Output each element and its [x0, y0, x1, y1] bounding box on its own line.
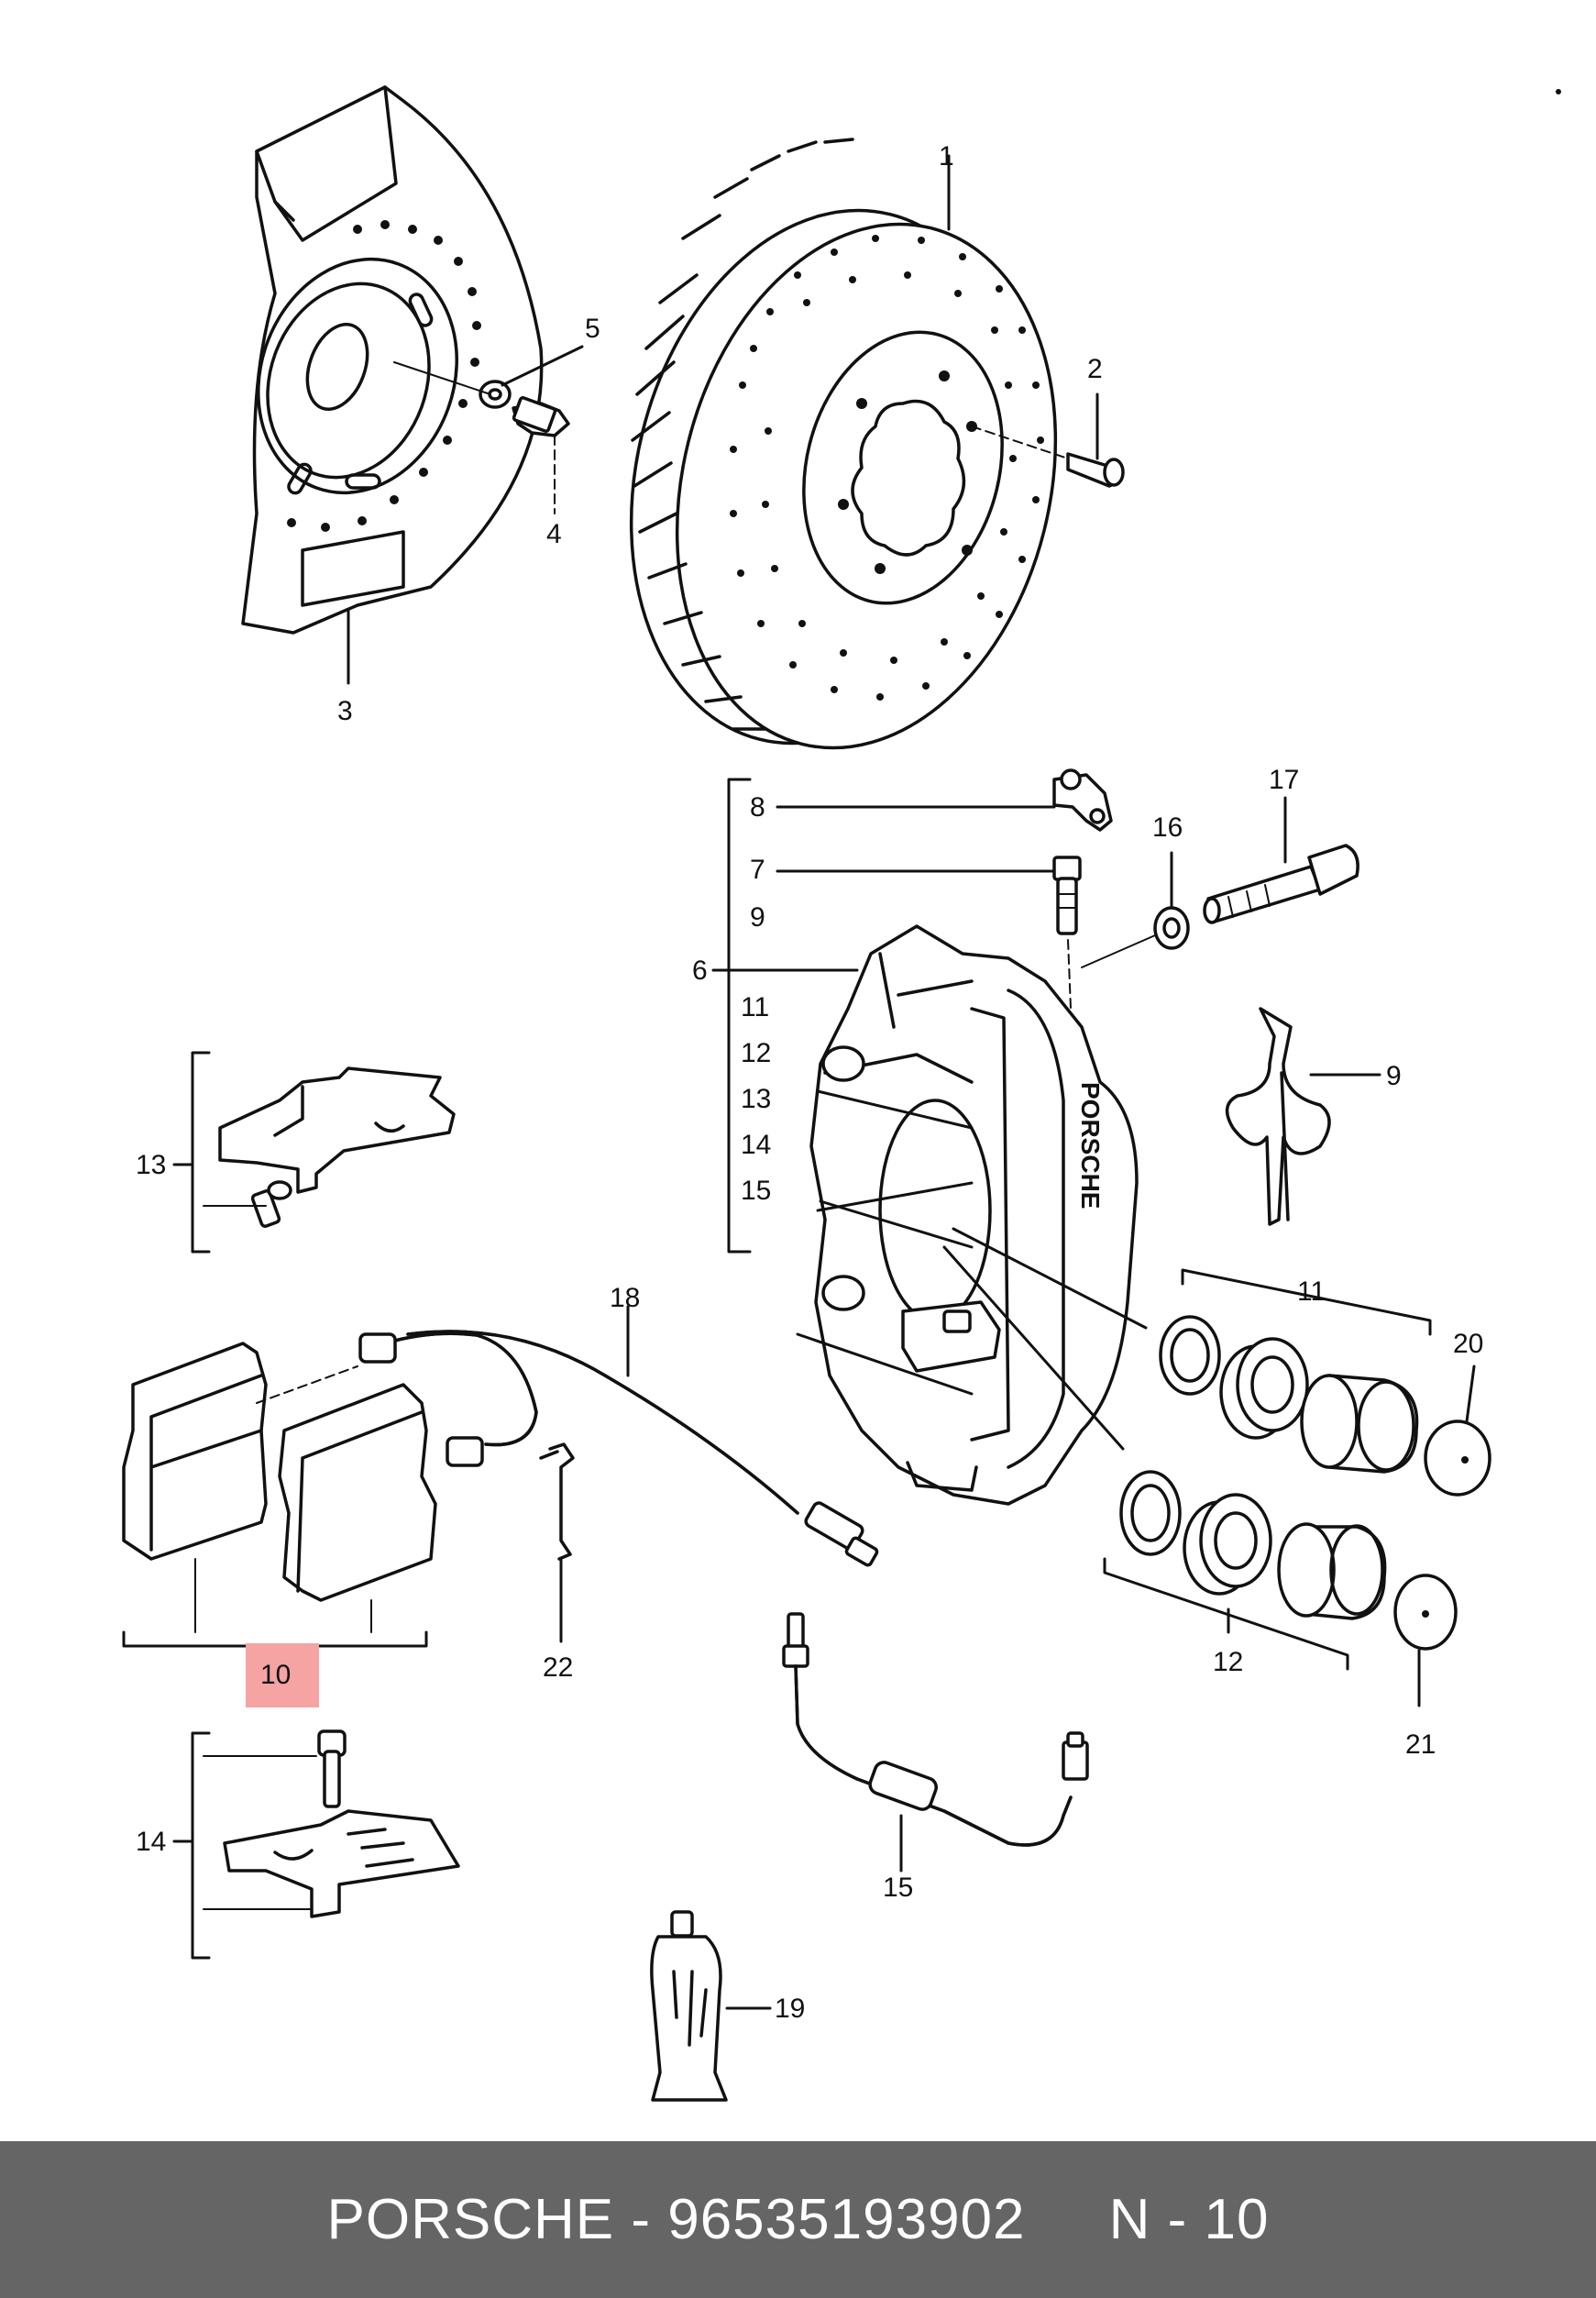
leader-5a	[393, 361, 491, 395]
callout-14: 14	[136, 1827, 166, 1857]
caption-bar: PORSCHE - 96535193902 N - 10	[0, 2141, 1596, 2298]
dust-boot-20	[1424, 1420, 1491, 1497]
callout-11-list: 11	[741, 992, 769, 1022]
caliper-brand-text: PORSCHE	[1076, 1082, 1105, 1209]
callout-9-list: 9	[750, 902, 765, 933]
wear-sensor-18	[358, 1330, 879, 1567]
callout-13: 13	[136, 1150, 166, 1180]
highlight-box	[246, 1643, 319, 1707]
caliper-group-bracket	[727, 778, 752, 1254]
leader-18b	[256, 1365, 358, 1404]
bracket-14	[191, 1731, 211, 1960]
brake-line-15	[782, 1612, 1089, 1847]
callout-14-list: 14	[741, 1130, 771, 1160]
piston-set-11	[1159, 1315, 1419, 1474]
callout-6: 6	[692, 956, 708, 986]
bracket-13	[191, 1051, 211, 1254]
leader-5	[501, 345, 584, 387]
caption-part-number: 96535193902	[667, 2188, 1026, 2251]
callout-15: 15	[883, 1873, 913, 1903]
bracket-11	[1181, 1268, 1432, 1336]
bleed-cap	[1052, 768, 1113, 832]
piston-set-12	[1119, 1470, 1387, 1620]
callout-7: 7	[750, 855, 765, 885]
brake-caliper: PORSCHE	[809, 924, 1139, 1506]
grease-tube-19	[650, 1910, 728, 2102]
dust-shield	[241, 85, 544, 635]
brake-exploded-diagram: 3 5 4	[122, 85, 1561, 2102]
callout-9: 9	[1386, 1061, 1402, 1091]
caption-separator: -	[614, 2188, 668, 2251]
leader-20	[1465, 1364, 1476, 1423]
bolt-4-and-washer-5	[479, 380, 570, 437]
anti-rattle-plate-13	[218, 1066, 456, 1228]
caption-position: N - 10	[1108, 2188, 1270, 2251]
callout-4: 4	[546, 519, 562, 549]
callout-3: 3	[337, 696, 353, 726]
washer-16	[1153, 906, 1190, 950]
leader-2a	[971, 425, 1069, 459]
callout-17: 17	[1269, 765, 1299, 795]
caption-gap	[1026, 2187, 1109, 2252]
callout-16: 16	[1152, 812, 1183, 843]
leader-11-to-caliper	[952, 1227, 1148, 1330]
callout-18: 18	[610, 1283, 640, 1313]
callout-13-list: 13	[741, 1084, 771, 1114]
brake-pads-10	[122, 1342, 437, 1602]
spring-clip-9	[1225, 1007, 1331, 1226]
caption-brand: PORSCHE	[326, 2188, 615, 2251]
callout-11: 11	[1297, 1276, 1326, 1307]
callout-15-list: 15	[741, 1176, 771, 1206]
caliper-internal-leaders	[796, 1089, 974, 1396]
bleed-screw	[1052, 856, 1082, 935]
callout-10: 10	[260, 1660, 291, 1690]
caliper-bolt-17	[1203, 844, 1359, 924]
clip-22	[539, 1442, 575, 1561]
callout-22: 22	[543, 1652, 573, 1683]
brake-disc	[629, 138, 1058, 750]
disc-screw	[1066, 452, 1125, 488]
callout-19: 19	[775, 1994, 805, 2024]
bracket-12	[1103, 1557, 1349, 1671]
leader-12-to-caliper	[942, 1245, 1125, 1451]
callout-2: 2	[1087, 354, 1103, 384]
callout-12: 12	[1213, 1647, 1243, 1677]
leader-16b	[1081, 934, 1156, 968]
callout-5: 5	[585, 314, 600, 344]
callout-1: 1	[939, 141, 954, 171]
callout-20: 20	[1453, 1329, 1483, 1359]
callout-8: 8	[750, 792, 765, 823]
plate-14	[223, 1729, 460, 1918]
callout-21: 21	[1405, 1729, 1436, 1760]
corner-mark	[1556, 89, 1561, 94]
callout-12-list: 12	[741, 1038, 771, 1068]
